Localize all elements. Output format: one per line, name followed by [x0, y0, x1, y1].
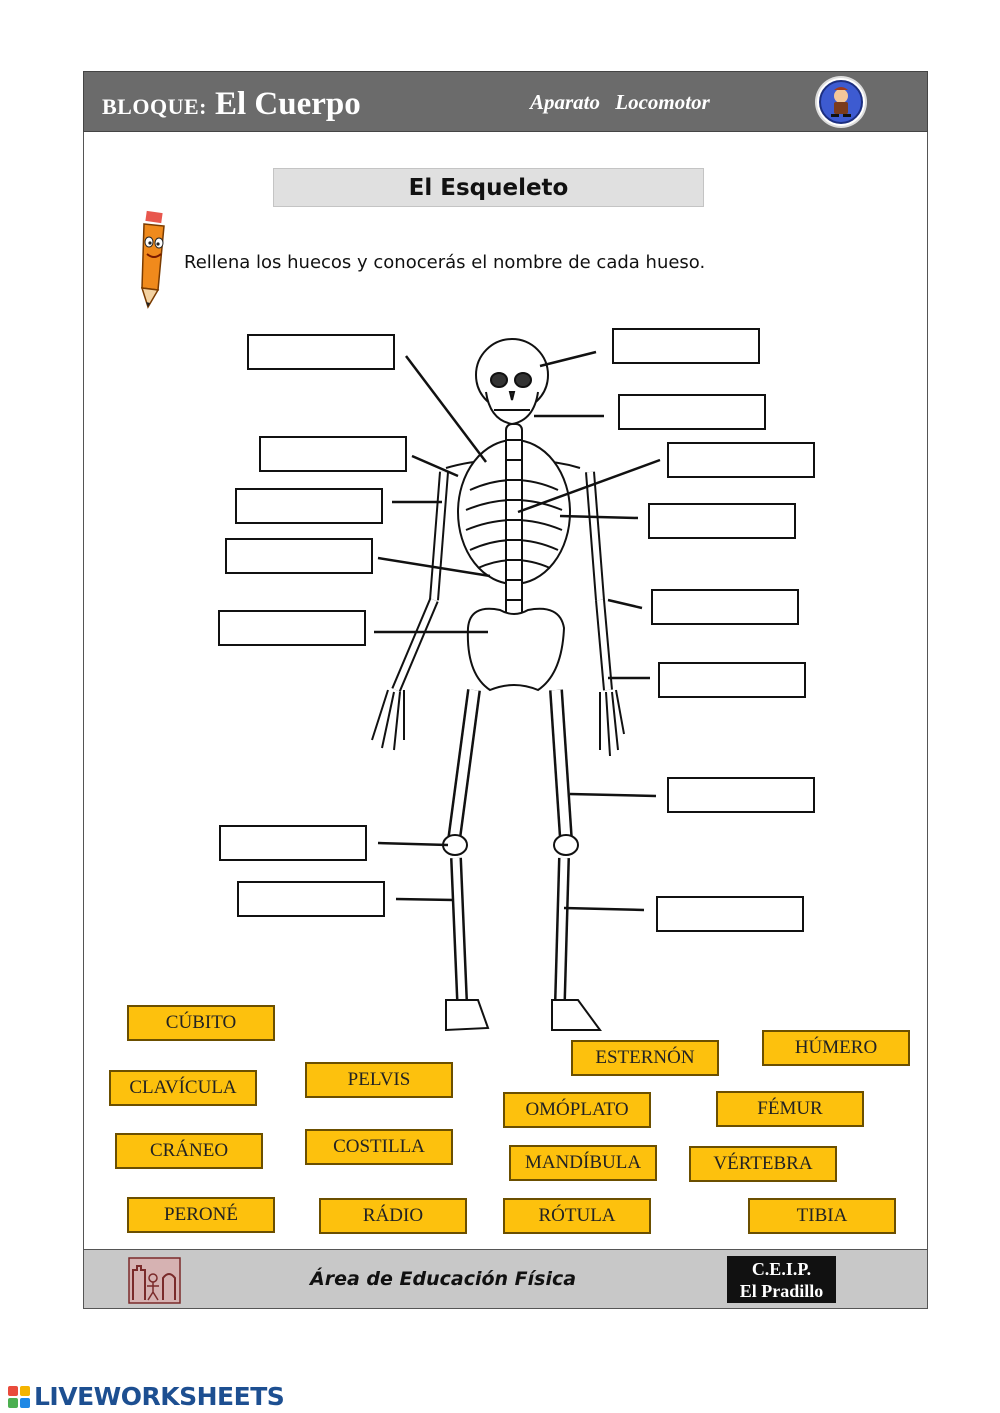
worksheet-footer: Área de Educación Física C.E.I.P. El Pra… [83, 1249, 928, 1309]
pencil-mascot-icon [132, 210, 182, 310]
school-castle-logo [127, 1256, 182, 1305]
school-mascot-logo [817, 78, 865, 126]
answer-blank[interactable] [612, 328, 760, 364]
answer-blank[interactable] [667, 777, 815, 813]
word-tag-pelvis[interactable]: PELVIS [305, 1062, 453, 1098]
word-tag-craneo[interactable]: CRÁNEO [115, 1133, 263, 1169]
word-tag-omoplato[interactable]: OMÓPLATO [503, 1092, 651, 1128]
answer-blank[interactable] [658, 662, 806, 698]
answer-blank[interactable] [648, 503, 796, 539]
block-label: BLOQUE: [102, 94, 207, 119]
answer-blank[interactable] [259, 436, 407, 472]
school-badge-line2: El Pradillo [739, 1281, 824, 1301]
word-tag-tibia[interactable]: TIBIA [748, 1198, 896, 1234]
answer-blank[interactable] [656, 896, 804, 932]
answer-blank[interactable] [218, 610, 366, 646]
word-tag-femur[interactable]: FÉMUR [716, 1091, 864, 1127]
block-value: El Cuerpo [214, 86, 361, 122]
word-tag-cubito[interactable]: CÚBITO [127, 1005, 275, 1041]
answer-blank[interactable] [225, 538, 373, 574]
worksheet-title: El Esqueleto [273, 168, 704, 207]
school-badge-line1: C.E.I.P. [751, 1259, 812, 1279]
answer-blank[interactable] [219, 825, 367, 861]
liveworksheets-brand[interactable]: LIVEWORKSHEETS [8, 1382, 285, 1411]
word-tag-costilla[interactable]: COSTILLA [305, 1129, 453, 1165]
answer-blank[interactable] [651, 589, 799, 625]
answer-blank[interactable] [247, 334, 395, 370]
word-tag-radio[interactable]: RÁDIO [319, 1198, 467, 1234]
word-tag-perone[interactable]: PERONÉ [127, 1197, 275, 1233]
word-tag-vertebra[interactable]: VÉRTEBRA [689, 1146, 837, 1182]
answer-blank[interactable] [235, 488, 383, 524]
area-label: Área de Educación Física [310, 1268, 577, 1290]
word-tag-esternon[interactable]: ESTERNÓN [571, 1040, 719, 1076]
answer-blank[interactable] [618, 394, 766, 430]
instruction-text: Rellena los huecos y conocerás el nombre… [184, 252, 706, 273]
brand-name: LIVEWORKSHEETS [34, 1382, 285, 1411]
liveworksheets-logo-icon [8, 1385, 30, 1408]
word-tag-clavicula[interactable]: CLAVÍCULA [109, 1070, 257, 1106]
word-tag-mandibula[interactable]: MANDÍBULA [509, 1145, 657, 1181]
worksheet-header: BLOQUE: El Cuerpo Aparato Locomotor [83, 71, 928, 132]
answer-blank[interactable] [237, 881, 385, 917]
block-title: BLOQUE: El Cuerpo [102, 86, 361, 123]
word-tag-rotula[interactable]: RÓTULA [503, 1198, 651, 1234]
subject-title: Aparato Locomotor [530, 90, 710, 114]
answer-blank[interactable] [667, 442, 815, 478]
school-badge: C.E.I.P. El Pradillo [727, 1256, 836, 1303]
word-tag-humero[interactable]: HÚMERO [762, 1030, 910, 1066]
